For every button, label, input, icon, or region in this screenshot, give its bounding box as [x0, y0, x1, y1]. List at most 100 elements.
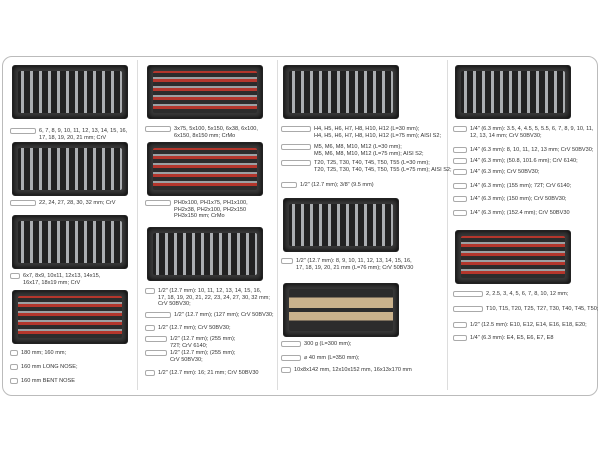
- tool-outline-icon: [453, 183, 467, 189]
- tool-insert: [153, 148, 257, 190]
- tool-tray-image: [283, 65, 399, 119]
- tool-outline-icon: [10, 378, 18, 384]
- tool-spec: 1/2" (12.7 mm); (255 mm); 72T; CrV 6140;: [145, 336, 235, 349]
- tool-outline-icon: [281, 258, 293, 264]
- tool-insert: [153, 233, 257, 275]
- tool-spec: 1/2" (12.7 mm); (255 mm); CrV 50BV30;: [145, 350, 235, 363]
- tool-outline-icon: [281, 182, 297, 188]
- tool-outline-icon: [145, 288, 155, 294]
- tool-spec: 1/2" (12.7 mm): 8, 9, 10, 11, 12, 13, 14…: [281, 258, 413, 271]
- tool-spec-text: 6x7, 8x9, 10x11, 12x13, 14x15, 16x17, 18…: [23, 273, 101, 286]
- tool-spec: 1/2" (12.7 mm); 3/8" (9.5 mm): [281, 182, 374, 189]
- tool-spec-text: 6, 7, 8, 9, 10, 11, 12, 13, 14, 15, 16, …: [39, 128, 128, 141]
- tool-outline-icon: [281, 341, 301, 347]
- tool-spec: 1/4" (6.3 mm): E4, E5, E6, E7, E8: [453, 335, 553, 342]
- tool-tray-image: [12, 290, 128, 344]
- tool-tray-image: [455, 65, 571, 119]
- tool-spec: 1/4" (6.3 mm); (152.4 mm); CrV 50BV30: [453, 210, 570, 217]
- tool-outline-icon: [10, 273, 20, 279]
- tool-outline-icon: [453, 126, 467, 132]
- tool-spec-text: 160 mm BENT NOSE: [21, 378, 75, 384]
- tool-spec-text: 1/4" (6.3 mm): E4, E5, E6, E7, E8: [470, 335, 554, 341]
- tool-spec: 180 mm; 160 mm;: [10, 350, 66, 357]
- tool-outline-icon: [145, 200, 171, 206]
- tool-outline-icon: [10, 364, 18, 370]
- tool-spec-text: M5, M6, M8, M10, M12 (L=30 mm); M5, M6, …: [314, 144, 424, 157]
- tool-spec: M5, M6, M8, M10, M12 (L=30 mm); M5, M6, …: [281, 144, 424, 157]
- tool-outline-icon: [453, 196, 467, 202]
- tool-spec: 1/2" (12.7 mm); (127 mm); CrV 50BV30;: [145, 312, 274, 319]
- tool-insert: [18, 221, 122, 263]
- tool-spec: 1/4" (6.3 mm); (155 mm); 72T; CrV 6140;: [453, 183, 571, 190]
- tool-spec-text: 3x75, 5x100, 5x150, 6x38, 6x100, 6x150, …: [174, 126, 258, 139]
- tool-tray-image: [12, 142, 128, 196]
- tool-spec-text: ⌀ 40 mm (L=350 mm);: [304, 355, 360, 361]
- tool-spec: 6, 7, 8, 9, 10, 11, 12, 13, 14, 15, 16, …: [10, 128, 127, 141]
- tool-tray-image: [455, 230, 571, 284]
- tool-spec-text: T20, T25, T30, T40, T45, T50, T55 (L=30 …: [314, 160, 452, 173]
- tool-spec: 2, 2.5, 3, 4, 5, 6, 7, 8, 10, 12 mm;: [453, 291, 568, 298]
- tool-outline-icon: [281, 144, 311, 150]
- tool-insert: [461, 236, 565, 278]
- tool-tray-image: [147, 65, 263, 119]
- tool-spec-text: 1/2" (12.7 mm); (255 mm); CrV 50BV30;: [170, 350, 236, 363]
- tool-outline-icon: [453, 306, 483, 312]
- tool-spec-text: 1/4" (6.3 mm); (50.8, 101.6 mm); CrV 614…: [470, 158, 578, 164]
- tool-outline-icon: [145, 312, 171, 318]
- tool-insert: [461, 71, 565, 113]
- tool-outline-icon: [453, 147, 467, 153]
- tool-insert: [289, 204, 393, 246]
- column-divider: [137, 60, 138, 390]
- tool-spec: ⌀ 40 mm (L=350 mm);: [281, 355, 359, 362]
- tool-insert: [289, 289, 393, 331]
- catalog-frame: [2, 56, 598, 396]
- tool-spec: 1/2" (12.7 mm); CrV 50BV30;: [145, 325, 231, 332]
- tool-spec: 10x8x142 mm, 12x10x152 mm, 16x13x170 mm: [281, 367, 412, 374]
- tool-insert: [18, 71, 122, 113]
- tool-outline-icon: [453, 335, 467, 341]
- tool-tray-image: [12, 215, 128, 269]
- tool-spec: 160 mm BENT NOSE: [10, 378, 75, 385]
- tool-spec-text: 1/4" (6.3 mm); (152.4 mm); CrV 50BV30: [470, 210, 570, 216]
- tool-tray-image: [283, 283, 399, 337]
- tool-spec-text: 1/2" (12.7 mm); (127 mm); CrV 50BV30;: [174, 312, 274, 318]
- tool-outline-icon: [453, 291, 483, 297]
- tool-spec-text: 1/4" (6.3 mm): 3.5, 4, 4.5, 5, 5.5, 6, 7…: [470, 126, 594, 139]
- tool-spec: 300 g (L=300 mm);: [281, 341, 351, 348]
- tool-outline-icon: [10, 128, 36, 134]
- tool-outline-icon: [281, 126, 311, 132]
- tool-outline-icon: [453, 322, 467, 328]
- tool-outline-icon: [145, 126, 171, 132]
- tool-spec-text: 1/2" (12.7 mm); (255 mm); 72T; CrV 6140;: [170, 336, 236, 349]
- tool-spec: 1/4" (6.3 mm); (150 mm); CrV 50BV30;: [453, 196, 567, 203]
- tool-spec-text: 1/2" (12.7 mm); CrV 50BV30;: [158, 325, 231, 331]
- tool-spec-text: 160 mm LONG NOSE;: [21, 364, 78, 370]
- tool-spec: T10, T15, T20, T25, T27, T30, T40, T45, …: [453, 306, 598, 313]
- tool-spec: 6x7, 8x9, 10x11, 12x13, 14x15, 16x17, 18…: [10, 273, 100, 286]
- tool-spec: 1/4" (6.3 mm): 8, 10, 11, 12, 13 mm; CrV…: [453, 147, 593, 154]
- tool-spec-text: PH0x100, PH1x75, PH1x100, PH2x38, PH2x10…: [174, 200, 248, 219]
- tool-spec-text: 10x8x142 mm, 12x10x152 mm, 16x13x170 mm: [294, 367, 412, 373]
- tool-outline-icon: [453, 169, 467, 175]
- tool-spec: 1/4" (6.3 mm); CrV 50BV30;: [453, 169, 539, 176]
- tool-spec-text: 1/4" (6.3 mm); CrV 50BV30;: [470, 169, 540, 175]
- tool-spec-text: 1/2" (12.7 mm): 10, 11, 12, 13, 14, 15, …: [158, 288, 270, 307]
- tool-spec-text: 2, 2.5, 3, 4, 5, 6, 7, 8, 10, 12 mm;: [486, 291, 569, 297]
- tool-spec-text: 1/4" (6.3 mm); (155 mm); 72T; CrV 6140;: [470, 183, 572, 189]
- tool-outline-icon: [145, 325, 155, 331]
- tool-outline-icon: [10, 350, 18, 356]
- tool-spec: 1/2" (12.5 mm): E10, E12, E14, E16, E18,…: [453, 322, 587, 329]
- tool-spec-text: 1/4" (6.3 mm): 8, 10, 11, 12, 13 mm; CrV…: [470, 147, 594, 153]
- tool-spec: 1/4" (6.3 mm); (50.8, 101.6 mm); CrV 614…: [453, 158, 578, 165]
- tool-insert: [18, 148, 122, 190]
- tool-spec: 1/2" (12.7 mm): 16; 21 mm; CrV 50BV30: [145, 370, 259, 377]
- column-divider: [277, 60, 278, 390]
- tool-spec: H4, H5, H6, H7, H8, H10, H12 (L=30 mm); …: [281, 126, 441, 139]
- tool-spec: 1/4" (6.3 mm): 3.5, 4, 4.5, 5, 5.5, 6, 7…: [453, 126, 593, 139]
- column-divider: [447, 60, 448, 390]
- tool-spec-text: 1/2" (12.7 mm): 16; 21 mm; CrV 50BV30: [158, 370, 259, 376]
- tool-outline-icon: [453, 158, 467, 164]
- tool-outline-icon: [145, 350, 167, 356]
- tool-insert: [289, 71, 393, 113]
- tool-outline-icon: [281, 160, 311, 166]
